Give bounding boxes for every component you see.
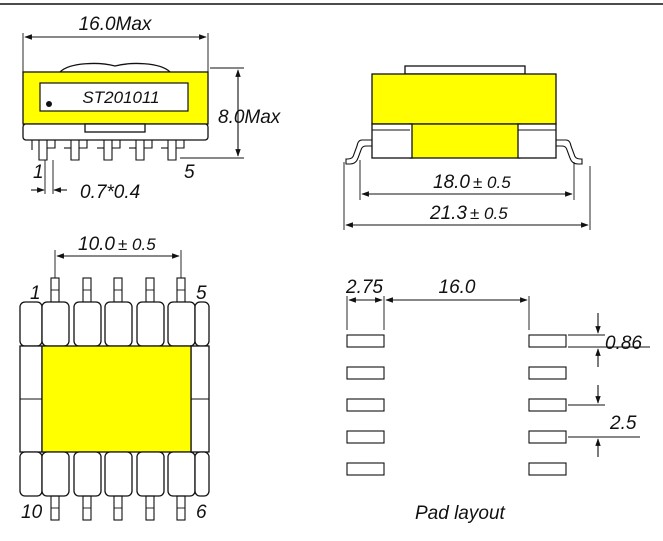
- side-outer-tolerance-label: ± 0.5: [470, 204, 508, 223]
- pad: [346, 366, 385, 380]
- top-view-top-pins: [50, 277, 186, 303]
- side-inner-tolerance-label: ± 0.5: [473, 173, 511, 192]
- side-lead-right: [556, 139, 583, 165]
- pad: [528, 430, 567, 444]
- pad-layout: 2.75 16.0 0.86 2.5 P: [345, 277, 650, 524]
- part-marking-text: ST201011: [82, 88, 159, 107]
- pad: [528, 366, 567, 380]
- front-view: 16.0Max ST201011 8.0Max 1 5 0: [22, 14, 282, 203]
- side-inner-span-label: 18.0: [433, 172, 470, 193]
- side-lead-left: [345, 139, 372, 165]
- front-width-label: 16.0Max: [79, 14, 153, 35]
- top-view-pin-label-bottom-right: 6: [196, 502, 207, 523]
- top-view-bottom-pins: [50, 495, 186, 521]
- top-view-core: [41, 345, 192, 453]
- side-bobbin-left: [371, 123, 413, 159]
- front-base-center-slot: [84, 123, 146, 133]
- front-height-label: 8.0Max: [218, 107, 282, 128]
- front-top-dome: [58, 62, 172, 73]
- side-core-block: [371, 73, 557, 125]
- side-view: 18.0 ± 0.5 21.3 ± 0.5: [343, 65, 591, 230]
- pad: [346, 430, 385, 444]
- side-top-cap: [404, 65, 526, 75]
- top-view-top-bobbin: [19, 301, 210, 347]
- top-pitch-label: 10.0: [78, 234, 115, 255]
- side-bobbin-right: [517, 123, 557, 159]
- pad: [346, 462, 385, 476]
- top-view-pin-label-top-right: 5: [196, 283, 207, 304]
- top-pitch-tolerance-label: ± 0.5: [118, 235, 156, 254]
- pad: [528, 398, 567, 412]
- front-pins: [31, 140, 185, 161]
- pad-width-label: 2.75: [345, 277, 383, 298]
- top-view: 10.0 ± 0.5: [19, 234, 210, 523]
- pad-pitch-label: 2.5: [609, 413, 637, 434]
- pad-column-left: [346, 334, 385, 476]
- pad: [528, 462, 567, 476]
- pad-row-spacing-label: 16.0: [439, 277, 476, 298]
- pin1-dot-marker: [46, 101, 52, 107]
- front-pin-last-label: 5: [184, 162, 195, 183]
- top-view-pin-label-bottom-left: 10: [21, 502, 43, 523]
- front-pin-first-label: 1: [33, 162, 44, 183]
- pad: [346, 398, 385, 412]
- pad: [528, 334, 567, 348]
- pin-size-label: 0.7*0.4: [80, 182, 140, 203]
- pad: [346, 334, 385, 348]
- top-view-pin-label-top-left: 1: [30, 283, 41, 304]
- pad-layout-title: Pad layout: [415, 503, 506, 524]
- pad-column-right: [528, 334, 567, 476]
- side-outer-span-label: 21.3: [429, 203, 467, 224]
- top-view-bottom-bobbin: [19, 451, 210, 497]
- side-core-center: [409, 123, 521, 159]
- part-marking-box: [39, 82, 189, 112]
- pad-height-label: 0.86: [605, 333, 642, 354]
